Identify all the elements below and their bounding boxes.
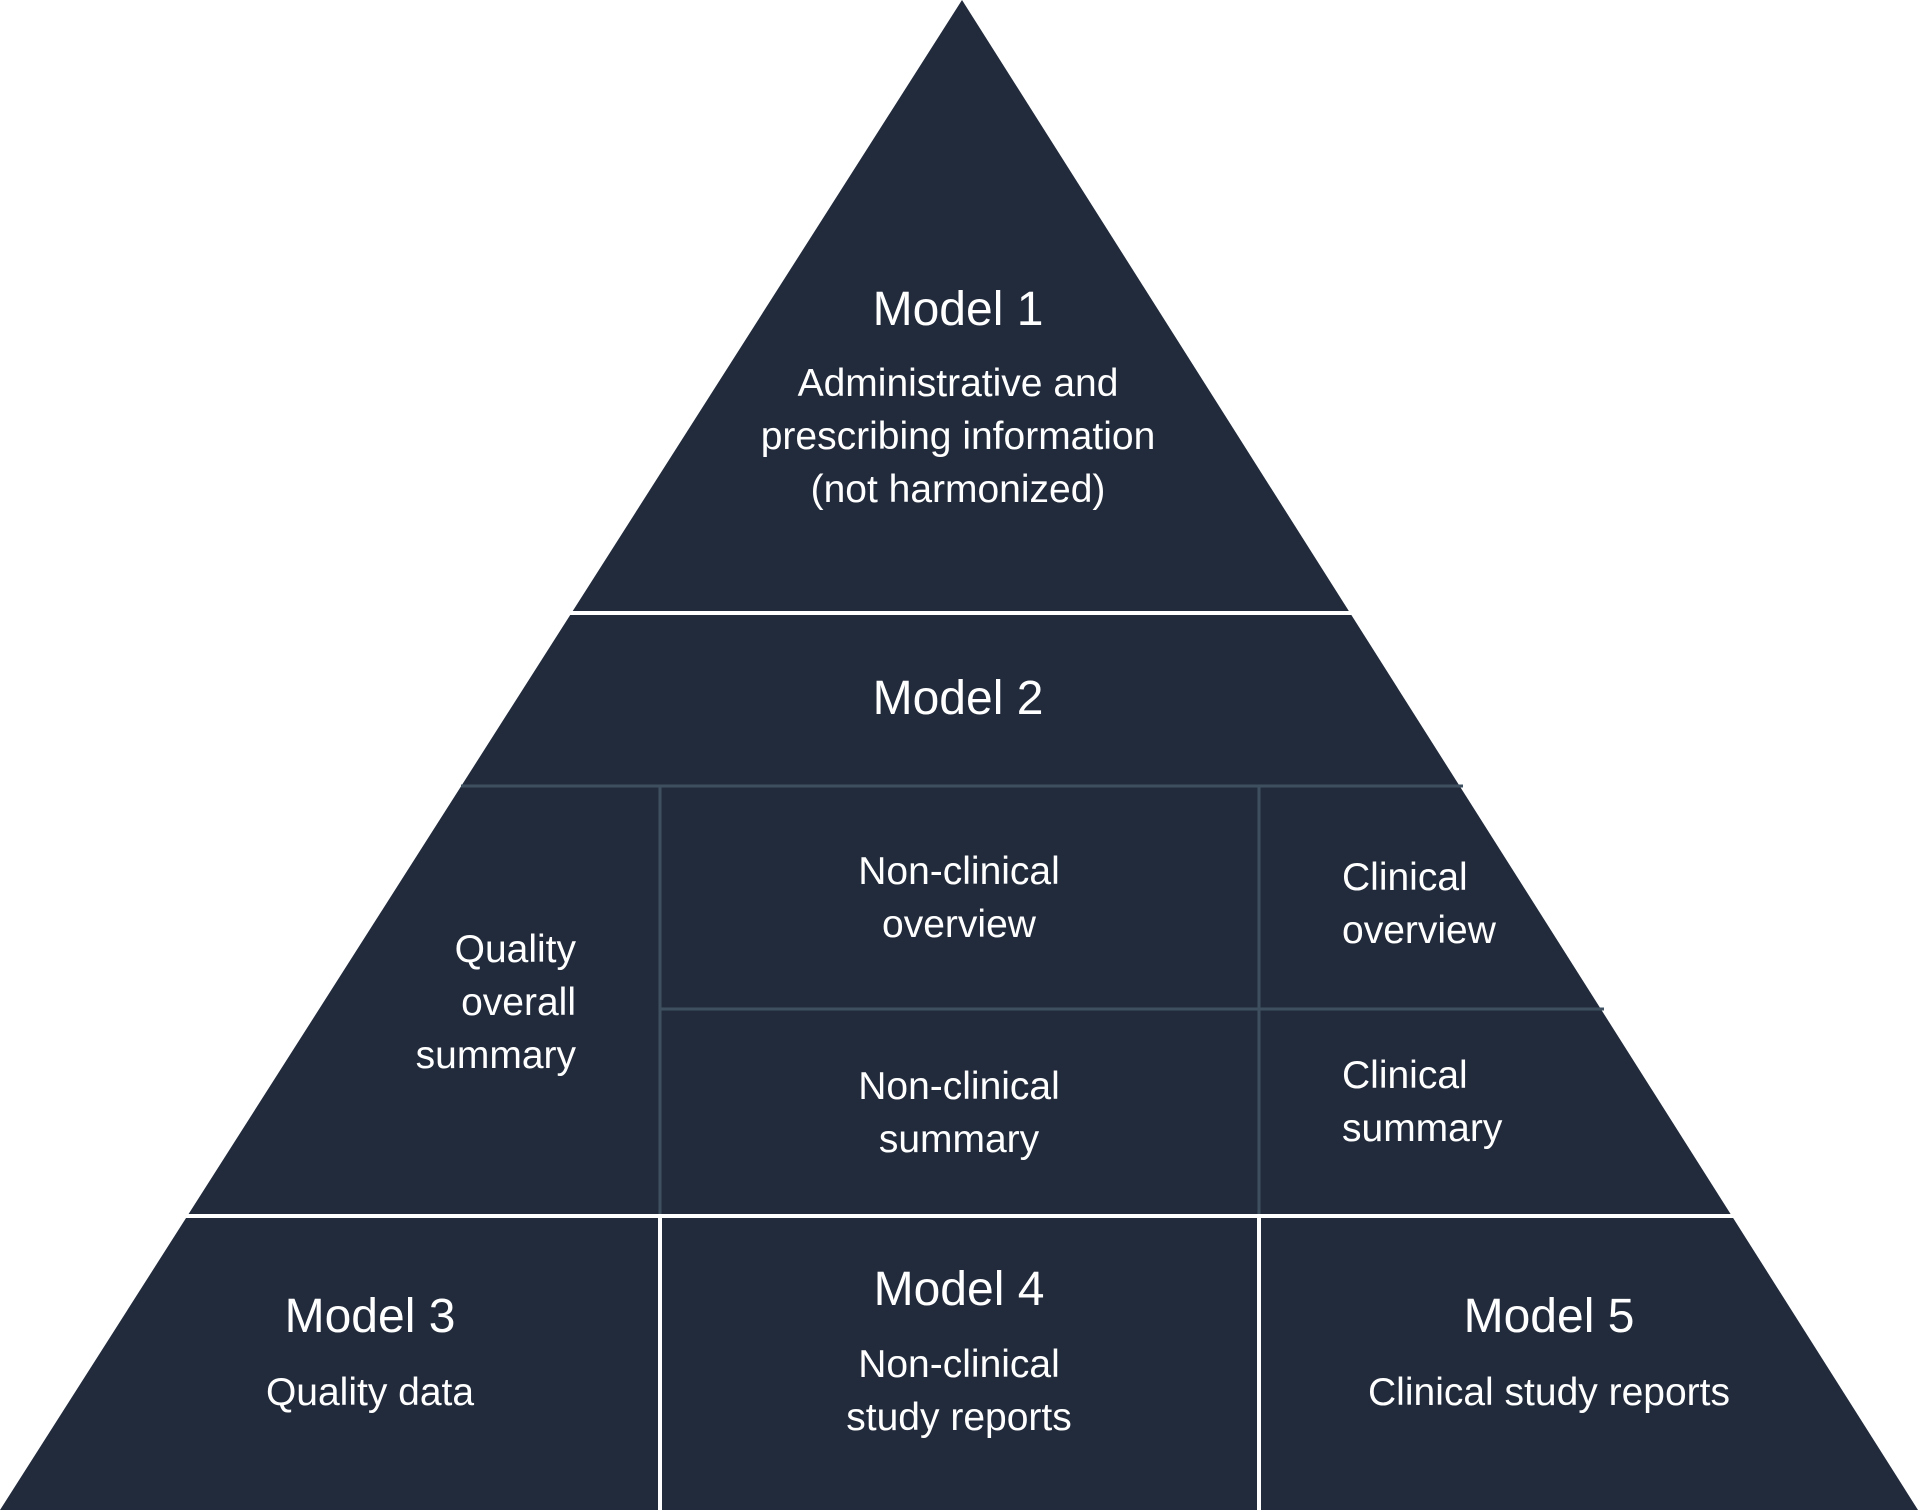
clinical-overview-line-2: overview — [1342, 909, 1496, 952]
model1-line-1: Administrative and — [797, 362, 1119, 405]
model4-line-2: study reports — [846, 1396, 1072, 1439]
model2-title: Model 2 — [872, 672, 1044, 725]
model1-title: Model 1 — [872, 283, 1044, 336]
quality-overall-summary-line-3: summary — [415, 1034, 576, 1077]
clinical-summary: Clinical summary — [1342, 1049, 1502, 1155]
nonclinical-overview-line-1: Non-clinical — [858, 850, 1060, 893]
model5-subtitle: Clinical study reports — [1368, 1371, 1730, 1414]
model3-title: Model 3 — [284, 1290, 456, 1343]
nonclinical-overview: Non-clinical overview — [858, 845, 1060, 951]
model1-line-3: (not harmonized) — [810, 468, 1106, 511]
clinical-summary-line-2: summary — [1342, 1107, 1503, 1150]
quality-overall-summary: Quality overall summary — [380, 923, 576, 1082]
model4-title: Model 4 — [873, 1263, 1045, 1316]
clinical-overview: Clinical overview — [1342, 851, 1496, 957]
nonclinical-summary-line-1: Non-clinical — [858, 1065, 1060, 1108]
model4-line-1: Non-clinical — [858, 1343, 1060, 1386]
nonclinical-summary: Non-clinical summary — [858, 1060, 1060, 1166]
model5-title: Model 5 — [1463, 1290, 1635, 1343]
clinical-summary-line-1: Clinical — [1342, 1054, 1468, 1097]
clinical-overview-line-1: Clinical — [1342, 856, 1468, 899]
nonclinical-summary-line-2: summary — [878, 1118, 1040, 1161]
model4-description: Non-clinical study reports — [846, 1338, 1071, 1444]
nonclinical-overview-line-2: overview — [882, 903, 1036, 946]
model1-line-2: prescribing information — [760, 415, 1156, 458]
quality-overall-summary-line-2: overall — [461, 981, 576, 1024]
model3-subtitle: Quality data — [265, 1371, 475, 1414]
model1-description: Administrative and prescribing informati… — [761, 357, 1156, 516]
quality-overall-summary-line-1: Quality — [454, 928, 576, 971]
